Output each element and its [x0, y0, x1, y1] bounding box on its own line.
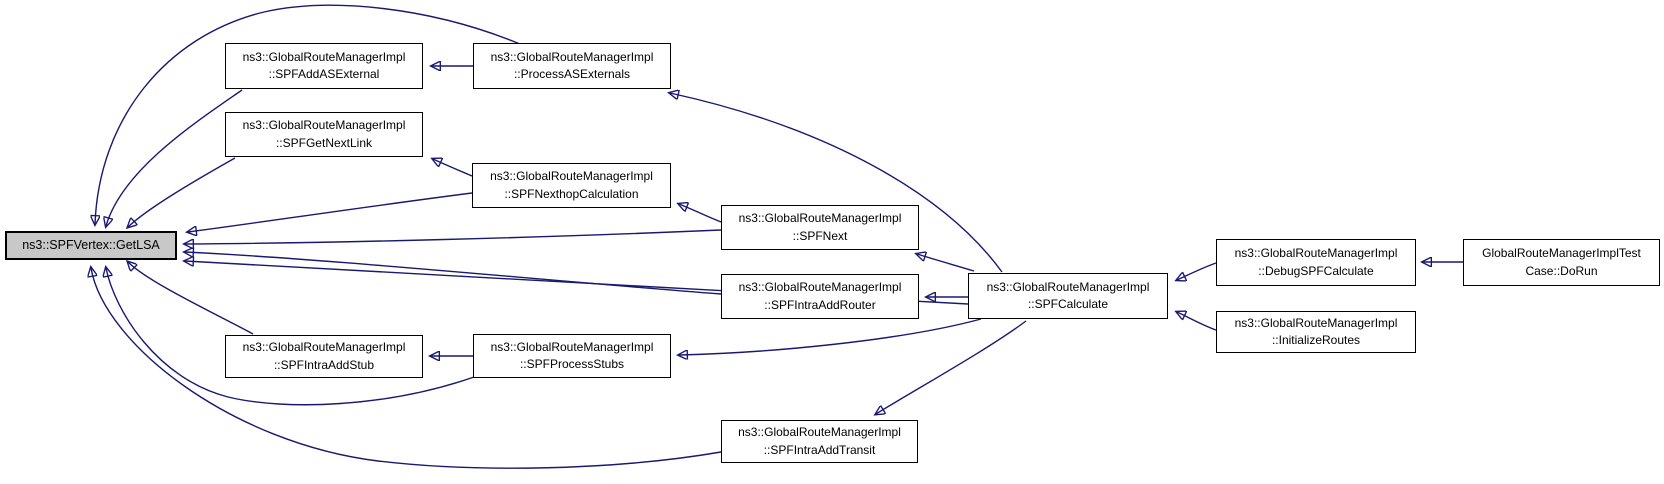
edge-processasexternals-to-getlsa: [95, 4, 521, 224]
node-label-line2: ::SPFProcessStubs: [519, 357, 625, 371]
node-label-line1: ns3::GlobalRouteManagerImpl: [1234, 315, 1398, 330]
edge-spfnext-to-getlsa: [185, 229, 722, 244]
edge-spfnext-to-spfnexthopcalculation: [679, 204, 722, 223]
node-label-line1: ns3::GlobalRouteManagerImpl: [738, 425, 901, 440]
node-spfprocessstubs[interactable]: ns3::GlobalRouteManagerImpl ::SPFProcess…: [473, 334, 671, 378]
edge-spfnexthopcalculation-to-getlsa: [188, 192, 473, 232]
edge-spfprocessstubs-to-getlsa: [106, 268, 475, 406]
node-spfvertex-getlsa[interactable]: ns3::SPFVertex::GetLSA: [5, 231, 177, 260]
node-label-line2: ::DebugSPFCalculate: [1258, 263, 1374, 278]
node-spfnexthopcalculation[interactable]: ns3::GlobalRouteManagerImpl ::SPFNexthop…: [472, 163, 671, 208]
node-label-line1: ns3::GlobalRouteManagerImpl: [738, 211, 902, 226]
node-label-line2: ::SPFIntraAddRouter: [764, 297, 876, 312]
node-spfnext[interactable]: ns3::GlobalRouteManagerImpl ::SPFNext: [721, 205, 919, 250]
node-label-line1: ns3::GlobalRouteManagerImpl: [242, 340, 406, 355]
node-label-line2: ::SPFNext: [792, 228, 848, 243]
node-label: ns3::SPFVertex::GetLSA: [22, 237, 160, 252]
edge-initializeroutes-to-spfcalculate: [1177, 312, 1217, 331]
node-spfaddasexternal[interactable]: ns3::GlobalRouteManagerImpl ::SPFAddASEx…: [225, 43, 423, 89]
edge-spfcalculate-to-processasexternals: [670, 93, 1003, 273]
edge-spfcalculate-to-spfintraaddtransit: [876, 320, 1027, 414]
node-label-line1: ns3::GlobalRouteManagerImpl: [490, 49, 654, 64]
node-label-line2: ::SPFNexthopCalculation: [504, 186, 639, 201]
edge-spfintraaddstub-to-getlsa: [128, 262, 254, 335]
node-label-line2: ::SPFGetNextLink: [275, 135, 373, 150]
node-spfintraaddtransit[interactable]: ns3::GlobalRouteManagerImpl ::SPFIntraAd…: [721, 420, 918, 463]
node-label-line1: ns3::GlobalRouteManagerImpl: [242, 118, 406, 133]
node-label-line1: ns3::GlobalRouteManagerImpl: [1234, 246, 1398, 261]
edge-spfintraaddtransit-to-getlsa: [91, 268, 722, 469]
node-label-line1: ns3::GlobalRouteManagerImpl: [738, 280, 902, 295]
node-label-line2: Case::DoRun: [1525, 263, 1598, 278]
edge-spfintraaddrouter-to-getlsa: [185, 252, 722, 295]
node-spfintraaddrouter[interactable]: ns3::GlobalRouteManagerImpl ::SPFIntraAd…: [721, 274, 919, 319]
node-label-line2: ::ProcessASExternals: [513, 67, 631, 81]
node-spfintraaddstub[interactable]: ns3::GlobalRouteManagerImpl ::SPFIntraAd…: [225, 335, 423, 378]
node-label-line2: ::SPFIntraAddStub: [273, 357, 375, 372]
node-label-line2: ::SPFCalculate: [1027, 297, 1109, 311]
node-label-line1: ns3::GlobalRouteManagerImpl: [490, 339, 654, 354]
node-label-line2: ::SPFIntraAddTransit: [763, 442, 876, 457]
node-label-line1: ns3::GlobalRouteManagerImpl: [490, 169, 653, 184]
edge-debugspfcalculate-to-spfcalculate: [1177, 262, 1217, 280]
node-debugspfcalculate[interactable]: ns3::GlobalRouteManagerImpl ::DebugSPFCa…: [1216, 239, 1416, 286]
node-initializeroutes[interactable]: ns3::GlobalRouteManagerImpl ::Initialize…: [1216, 311, 1416, 353]
edge-spfcalculate-to-spfnext: [917, 254, 975, 272]
node-label-line1: ns3::GlobalRouteManagerImpl: [242, 49, 406, 64]
node-label-line2: ::SPFAddASExternal: [268, 67, 380, 81]
node-spfcalculate[interactable]: ns3::GlobalRouteManagerImpl ::SPFCalcula…: [968, 273, 1168, 319]
node-label-line1: ns3::GlobalRouteManagerImpl: [986, 279, 1150, 294]
edge-spfnexthopcalculation-to-spfgetnextlink: [433, 159, 473, 177]
node-testcase-dorun[interactable]: GlobalRouteManagerImplTest Case::DoRun: [1463, 239, 1660, 286]
edge-spfaddasexternal-to-getlsa: [106, 89, 243, 226]
edge-spfcalculate-to-spfprocessstubs: [679, 318, 982, 355]
edge-spfgetnextlink-to-getlsa: [128, 157, 236, 227]
node-label-line1: GlobalRouteManagerImplTest: [1482, 246, 1641, 261]
node-label-line2: ::InitializeRoutes: [1271, 333, 1361, 347]
node-spfgetnextlink[interactable]: ns3::GlobalRouteManagerImpl ::SPFGetNext…: [225, 112, 423, 157]
node-processasexternals[interactable]: ns3::GlobalRouteManagerImpl ::ProcessASE…: [473, 43, 671, 89]
